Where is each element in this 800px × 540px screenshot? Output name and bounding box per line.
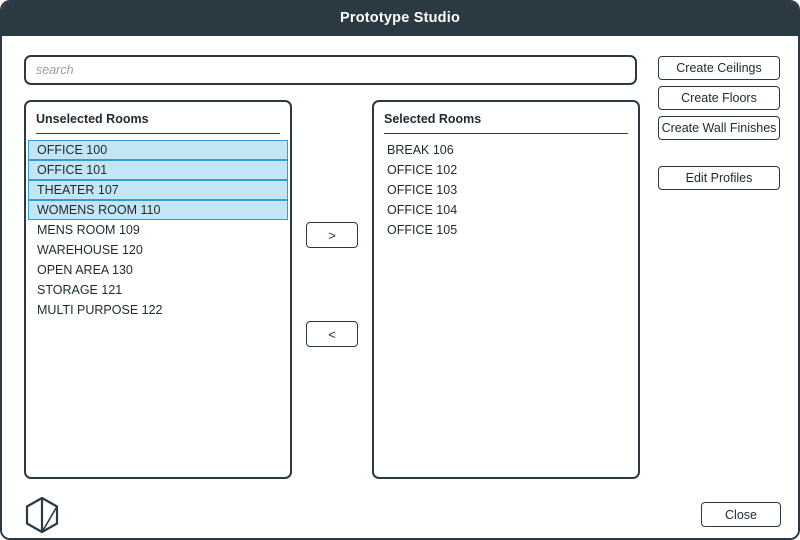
move-right-button[interactable]: > [306, 222, 358, 248]
search-field[interactable]: search [24, 55, 637, 85]
edit-profiles-button[interactable]: Edit Profiles [658, 166, 780, 190]
create-wall-finishes-button[interactable]: Create Wall Finishes [658, 116, 780, 140]
list-item[interactable]: OFFICE 100 [28, 140, 288, 160]
create-floors-button[interactable]: Create Floors [658, 86, 780, 110]
list-item[interactable]: OPEN AREA 130 [37, 263, 133, 277]
list-item[interactable]: OFFICE 101 [28, 160, 288, 180]
search-placeholder: search [36, 63, 74, 77]
create-ceilings-button[interactable]: Create Ceilings [658, 56, 780, 80]
list-item[interactable]: WOMENS ROOM 110 [28, 200, 288, 220]
hexagon-logo-icon [23, 495, 61, 534]
unselected-rooms-header: Unselected Rooms [36, 112, 280, 134]
close-button[interactable]: Close [701, 502, 781, 527]
list-item[interactable]: WAREHOUSE 120 [37, 243, 143, 257]
list-item[interactable]: STORAGE 121 [37, 283, 123, 297]
window-title: Prototype Studio [340, 10, 460, 26]
title-bar: Prototype Studio [2, 2, 798, 36]
list-item[interactable]: THEATER 107 [28, 180, 288, 200]
list-item[interactable]: MULTI PURPOSE 122 [37, 303, 163, 317]
list-item[interactable]: OFFICE 103 [387, 183, 458, 197]
list-item[interactable]: OFFICE 102 [387, 163, 458, 177]
list-item[interactable]: OFFICE 105 [387, 223, 458, 237]
list-item[interactable]: MENS ROOM 109 [37, 223, 140, 237]
list-item[interactable]: BREAK 106 [387, 143, 454, 157]
move-left-button[interactable]: < [306, 321, 358, 347]
selected-rooms-header: Selected Rooms [384, 112, 628, 134]
list-item[interactable]: OFFICE 104 [387, 203, 458, 217]
